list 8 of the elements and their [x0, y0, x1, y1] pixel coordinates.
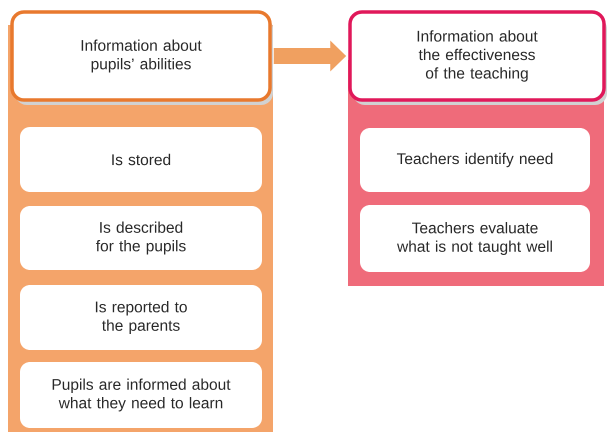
step-box: Pupils are informed about what they need to learn	[20, 362, 262, 428]
step-box: Teachers evaluate what is not taught well	[360, 205, 590, 272]
heading-box: Information about the effectiveness of the teaching	[348, 10, 606, 102]
heading-box: Information about pupils’ abilities	[10, 10, 272, 102]
step-box: Teachers identify need	[360, 128, 590, 192]
step-box: Is stored	[20, 127, 262, 192]
step-box: Is described for the pupils	[20, 206, 262, 270]
step-box: Is reported to the parents	[20, 285, 262, 350]
